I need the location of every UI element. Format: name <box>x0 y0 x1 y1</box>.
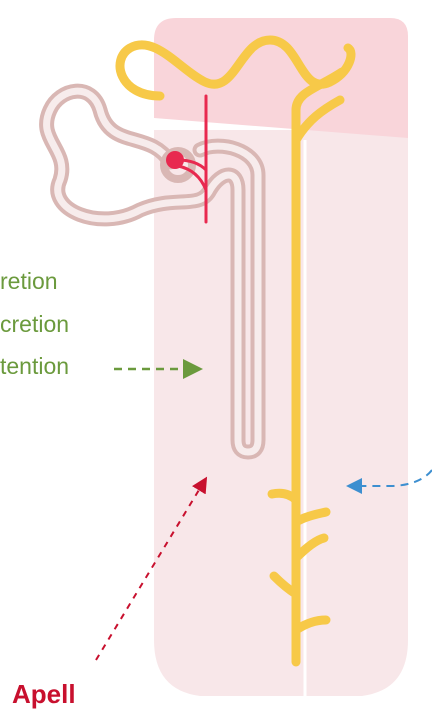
label-secretion: cretion <box>0 313 69 336</box>
label-excretion: retion <box>0 270 58 293</box>
medulla-region <box>154 130 408 696</box>
label-retention: tention <box>0 355 69 378</box>
glomerulus <box>166 151 184 169</box>
label-bottom: Apell <box>12 681 76 707</box>
